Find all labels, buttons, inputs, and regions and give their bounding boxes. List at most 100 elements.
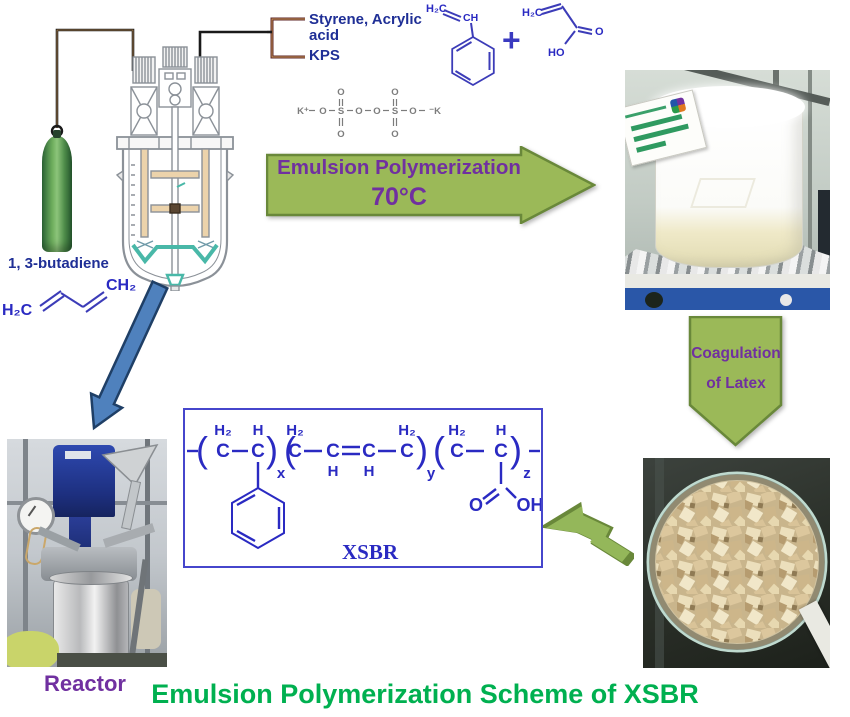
stand-rod-icon	[808, 70, 812, 310]
subscript-x: x	[277, 465, 286, 482]
emulsion-arrow-shape	[266, 146, 596, 224]
subscript-y: y	[427, 465, 436, 482]
coagulum-photo	[643, 458, 830, 668]
h2-group: H₂	[214, 422, 232, 439]
paren-open: (	[284, 429, 296, 470]
styrene-acrylic-label-line2: acid	[309, 26, 340, 44]
reactor-photo	[7, 439, 167, 667]
beaker-emboss	[690, 178, 756, 208]
kps-k-left: K⁺	[297, 106, 309, 117]
h-atom: H	[328, 463, 339, 480]
hotplate-knob-icon	[645, 292, 663, 308]
motor-label	[65, 451, 91, 459]
gas-cylinder-neck	[53, 130, 61, 138]
kps-o: O	[355, 106, 362, 117]
acrylic-o: O	[595, 26, 604, 38]
carbon-atom: C	[450, 441, 464, 462]
h2-group: H₂	[448, 422, 466, 439]
frame-rod-icon	[23, 439, 28, 667]
kps-o-bottom: O	[391, 129, 398, 140]
kps-o-top: O	[391, 87, 398, 98]
paren-close: )	[510, 429, 522, 470]
acrylic-acid-structure: H₂C O HO	[522, 3, 604, 59]
funnel-icon	[101, 443, 159, 531]
oxygen-atom: O	[469, 495, 483, 515]
carbon-atom: C	[362, 441, 376, 462]
carbon-atom: C	[251, 441, 265, 462]
lightning-arrow	[542, 502, 634, 566]
carbon-atom: C	[494, 441, 508, 462]
petri-dish	[646, 471, 828, 653]
butadiene-h2c: H₂C	[2, 302, 33, 319]
kps-s: S	[392, 106, 398, 117]
label-text-line	[625, 105, 667, 119]
paren-open: (	[196, 429, 208, 470]
h2-group: H₂	[286, 422, 304, 439]
styrene-structure: H₂C CH	[426, 3, 495, 87]
pressure-gauge-icon	[17, 497, 55, 535]
coagulation-arrow-shape	[688, 316, 783, 447]
paren-close: )	[266, 429, 278, 470]
kps-structure: K⁺ O S O O S O ⁻K O O O O	[297, 87, 441, 140]
carbon-atom: C	[400, 441, 414, 462]
h-atom: H	[253, 422, 264, 439]
butadiene-structure: H₂C CH₂	[2, 277, 136, 319]
coagulation-label-line1: Coagulation	[691, 345, 781, 362]
gas-cylinder	[42, 136, 72, 252]
kps-k-right: ⁻K	[429, 106, 441, 117]
emulsion-arrow: Emulsion Polymerization 70°C	[266, 146, 596, 224]
hotplate-top	[625, 274, 830, 290]
butadiene-label: 1, 3-butadiene	[8, 255, 109, 272]
hydroxyl-group: OH	[517, 495, 542, 515]
frame-rod-icon	[145, 439, 150, 667]
kps-s: S	[338, 106, 344, 117]
hotplate-base	[625, 288, 830, 310]
coagulation-arrow: Coagulation of Latex	[688, 316, 784, 448]
feed-bracket	[270, 17, 305, 59]
cloth-icon	[7, 631, 59, 667]
h2-group: H₂	[398, 422, 416, 439]
carbon-atom: C	[326, 441, 340, 462]
acrylic-ho: HO	[548, 47, 565, 59]
emulsion-arrow-label-line2: 70°C	[371, 183, 427, 211]
styrene-acrylic-label-line1: Styrene, Acrylic	[309, 11, 422, 28]
h-atom: H	[364, 463, 375, 480]
vessel-body	[53, 577, 129, 661]
styrene-acrylic-label: Styrene, Acrylic acid	[309, 12, 422, 44]
carbon-atom: C	[288, 441, 302, 462]
plus-sign: +	[502, 22, 521, 58]
styrene-h2c: H₂C	[426, 3, 447, 15]
paren-open: (	[433, 429, 445, 470]
main-title: Emulsion Polymerization Scheme of XSBR	[151, 679, 699, 709]
xsbr-structure-box: ( C H₂ C H ) x ( C H₂ C H C H C H₂ ) y (…	[183, 408, 543, 568]
label-logo-icon	[669, 96, 687, 114]
label-text-line	[636, 140, 667, 153]
acrylic-h2c: H₂C	[522, 7, 543, 19]
flow-arrow	[89, 279, 169, 431]
paren-close: )	[416, 429, 428, 470]
kps-o: O	[373, 106, 380, 117]
butadiene-ch2: CH₂	[106, 277, 136, 294]
vessel-flange	[49, 571, 133, 585]
hotplate-knob-icon	[780, 294, 792, 306]
coagulation-label-line2: of Latex	[706, 375, 766, 392]
reactor-diagram	[115, 46, 235, 291]
kps-label: KPS	[309, 47, 340, 64]
reactor-caption: Reactor	[44, 671, 126, 696]
carbon-atom: C	[216, 441, 230, 462]
butadiene-feed-pipe-core	[56, 29, 134, 128]
kps-o-top: O	[337, 87, 344, 98]
feed-bracket-core	[271, 18, 305, 58]
xsbr-name: XSBR	[342, 540, 399, 564]
latex-photo	[625, 70, 830, 310]
subscript-z: z	[523, 465, 531, 482]
h-atom: H	[496, 422, 507, 439]
kps-o: O	[319, 106, 326, 117]
kps-o: O	[409, 106, 416, 117]
floor-shadow	[57, 653, 167, 667]
emulsion-arrow-label-line1: Emulsion Polymerization	[277, 156, 521, 179]
styrene-ch: CH	[463, 12, 478, 24]
xsbr-structure: ( C H₂ C H ) x ( C H₂ C H C H C H₂ ) y (…	[187, 422, 542, 564]
